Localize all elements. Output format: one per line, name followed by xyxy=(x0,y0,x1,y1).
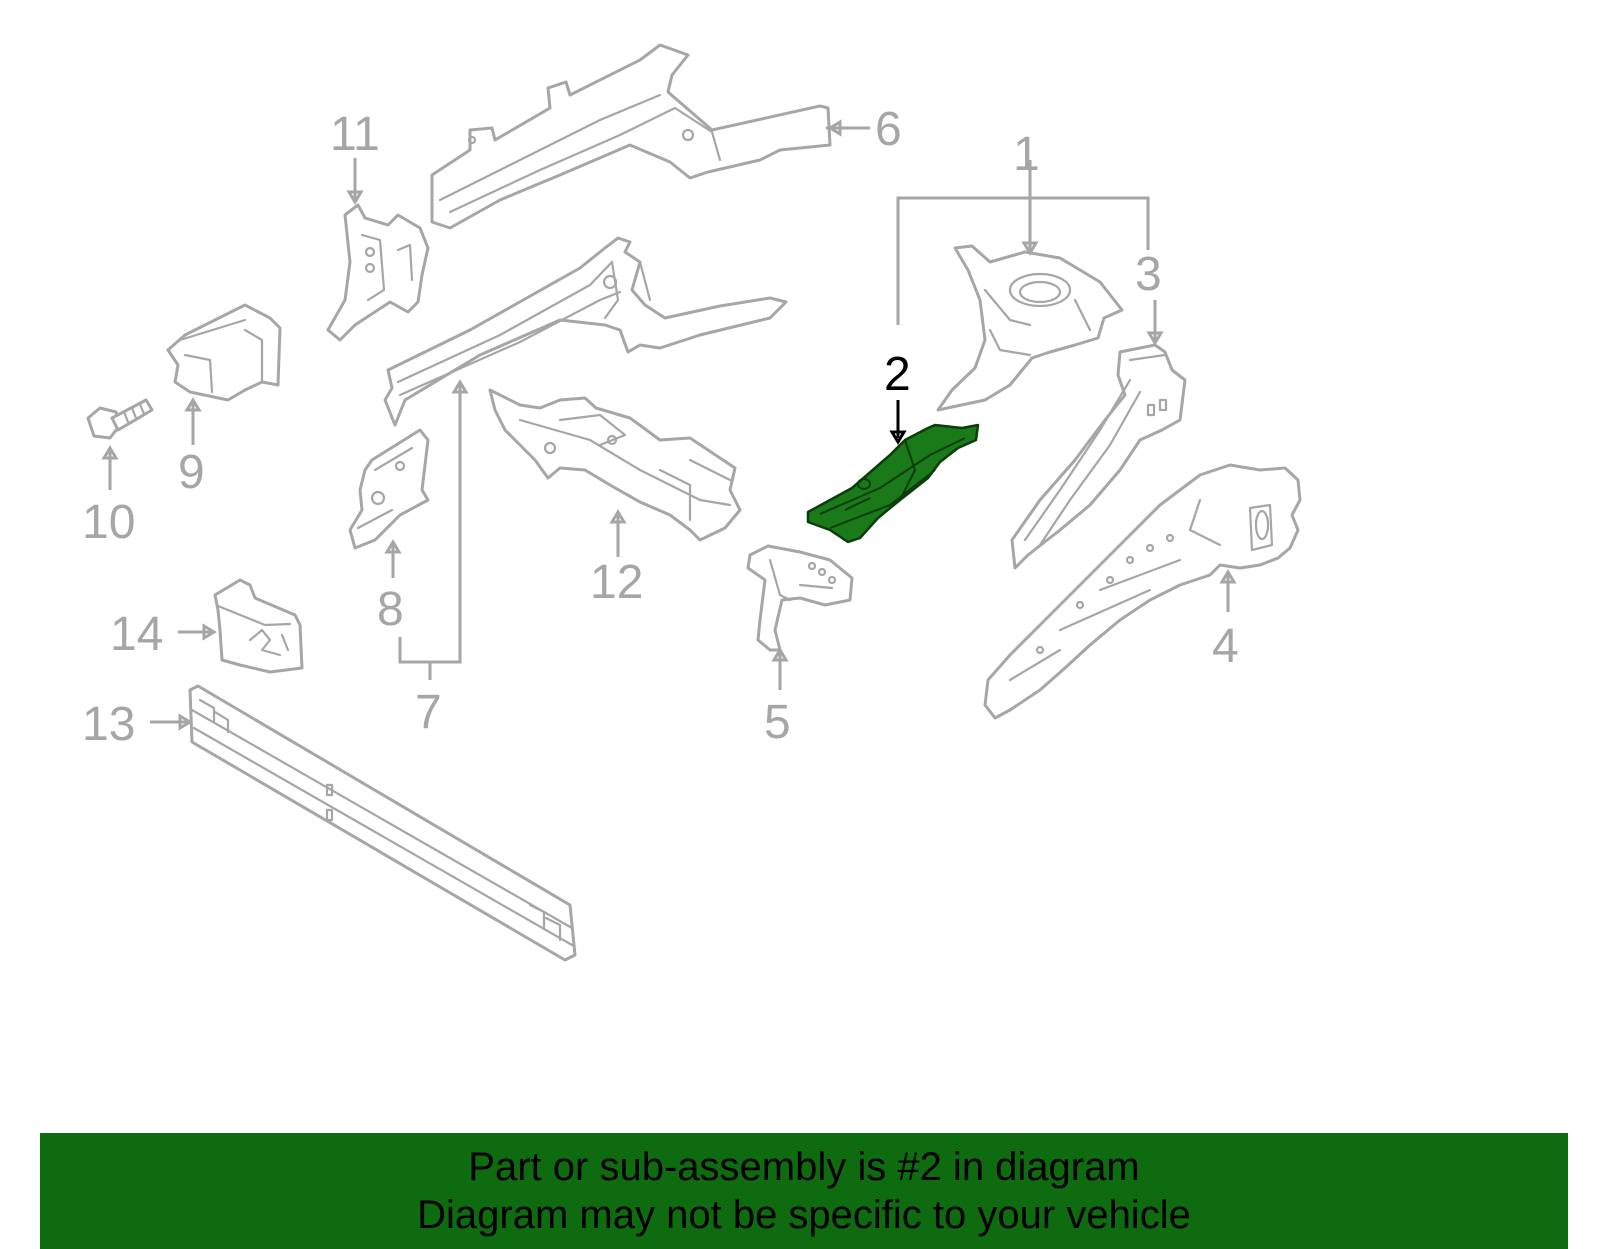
info-banner: Part or sub-assembly is #2 in diagram Di… xyxy=(40,1133,1568,1249)
part-1[interactable] xyxy=(936,244,1124,412)
callout-3: 3 xyxy=(1135,248,1162,301)
part-6[interactable] xyxy=(430,43,832,230)
callout-13: 13 xyxy=(82,698,135,751)
part-14[interactable] xyxy=(213,578,304,674)
part-4[interactable] xyxy=(983,463,1302,720)
callout-6: 6 xyxy=(875,103,902,156)
callout-8: 8 xyxy=(377,583,404,636)
callout-labels: 1 2 3 4 5 6 7 8 9 10 11 12 13 14 xyxy=(82,103,1239,751)
callout-5: 5 xyxy=(764,696,791,749)
part-12[interactable] xyxy=(488,388,742,542)
leader-7 xyxy=(398,385,462,680)
callout-12: 12 xyxy=(590,556,643,609)
part-10[interactable] xyxy=(86,398,154,440)
part-9[interactable] xyxy=(166,303,282,402)
banner-line-disclaimer: Diagram may not be specific to your vehi… xyxy=(417,1193,1191,1237)
leader-lines xyxy=(101,119,1237,731)
part-13[interactable] xyxy=(188,684,577,962)
callout-1: 1 xyxy=(1013,128,1040,181)
part-7[interactable] xyxy=(383,236,788,427)
part-3[interactable] xyxy=(1010,343,1187,570)
callout-4: 4 xyxy=(1212,620,1239,673)
callout-11: 11 xyxy=(330,108,380,161)
part-8[interactable] xyxy=(348,428,430,550)
callout-14: 14 xyxy=(110,608,163,661)
part-5[interactable] xyxy=(746,544,854,652)
callout-9: 9 xyxy=(178,446,205,499)
part-11[interactable] xyxy=(326,203,430,342)
callout-7: 7 xyxy=(415,686,442,739)
callout-10: 10 xyxy=(82,496,135,549)
part-2-highlighted[interactable] xyxy=(806,423,980,544)
banner-line-part: Part or sub-assembly is #2 in diagram xyxy=(468,1145,1140,1189)
callout-2: 2 xyxy=(884,348,911,401)
